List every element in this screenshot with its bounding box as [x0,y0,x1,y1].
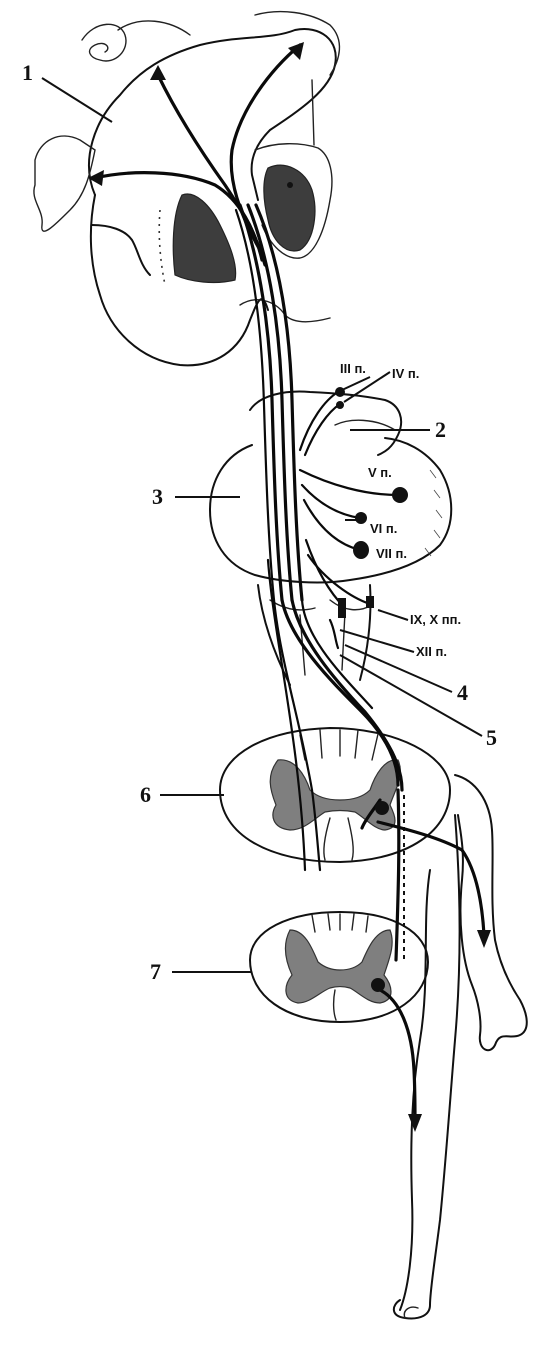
anterior-tract [272,598,322,872]
branch-xii [306,553,372,606]
nucleus-vi [355,512,367,524]
motor-neuron-lumbar [371,978,385,992]
cerebral-hemisphere [33,10,341,367]
arrow-leg [408,1114,422,1132]
midbrain-outline [249,390,403,456]
midline-fissure [311,79,315,146]
grey-matter-cervical [269,759,402,831]
right-section-outline [254,143,333,259]
medial-fragment [254,10,341,76]
fiber-to-leg [378,988,417,1122]
branch-iv [303,402,342,457]
label-6: 6 [140,782,151,807]
nucleus-v [392,487,408,503]
hemisphere-lower-outline [89,194,269,367]
fiber-to-arm [376,820,486,937]
leader-lines [41,77,483,973]
label-3: 3 [152,484,163,509]
branch-iii [298,390,340,452]
label-5: 5 [486,725,497,750]
label-4: 4 [457,680,468,705]
arrow-top-right-cortex [288,42,304,60]
leg-outline [392,814,461,1320]
arm-outline [454,774,528,1052]
arrow-arm [477,930,491,948]
label-2: 2 [435,417,446,442]
label-nerve-v: V п. [368,465,392,480]
leader-iv [343,371,391,403]
branch-vi [300,483,362,520]
leader-5 [339,654,483,737]
label-1: 1 [22,60,33,85]
brainstem [209,390,453,686]
spinal-cord-lumbar [249,911,429,1023]
label-nerve-vii: VII п. [376,546,407,561]
motor-neuron-cervical [375,801,389,815]
leader-ix-x [377,609,409,621]
branch-v [298,468,400,497]
labels: 1 2 3 4 5 6 7 III п. IV п. V п. VI п. VI… [22,60,497,984]
arrow-top-cortex [150,65,166,80]
pons-outline [209,437,453,584]
corticospinal-tracts [93,43,486,1122]
grey-matter-lumbar [284,929,393,1004]
gyrus-top-2 [117,20,191,36]
cortex-outline [88,28,337,201]
label-7: 7 [150,959,161,984]
nucleus-ix-x-b [366,596,374,608]
spinal-cord-cervical [219,727,451,863]
nucleus-iv [336,401,344,409]
label-nerve-xii: XII п. [416,644,447,659]
leader-1 [41,77,113,123]
label-nerve-vi: VI п. [370,521,397,536]
hemisphere-inner-outline [91,224,151,276]
arrow-left-cortex [88,170,104,186]
aqueduct-region [334,419,396,431]
leader-xii [339,629,415,653]
striatum-left [172,193,237,284]
striatum-right [263,164,316,252]
arrowheads [88,42,491,1132]
label-nerve-iii: III п. [340,361,366,376]
nucleus-vii [353,541,369,559]
branch-vii [302,498,362,552]
body-outline [392,774,528,1320]
label-nerve-ix-x: IX, X пп. [410,612,461,627]
gyrus-top [81,23,127,62]
frontal-fragment [33,135,96,232]
medulla-outline [257,584,372,686]
leader-4 [344,644,453,693]
leader-iii [341,376,371,391]
cranial-nuclei [335,387,408,992]
branch-ix-x [304,538,347,610]
nucleus-ix-x-a [338,598,346,618]
label-nerve-iv: IV п. [392,366,419,381]
